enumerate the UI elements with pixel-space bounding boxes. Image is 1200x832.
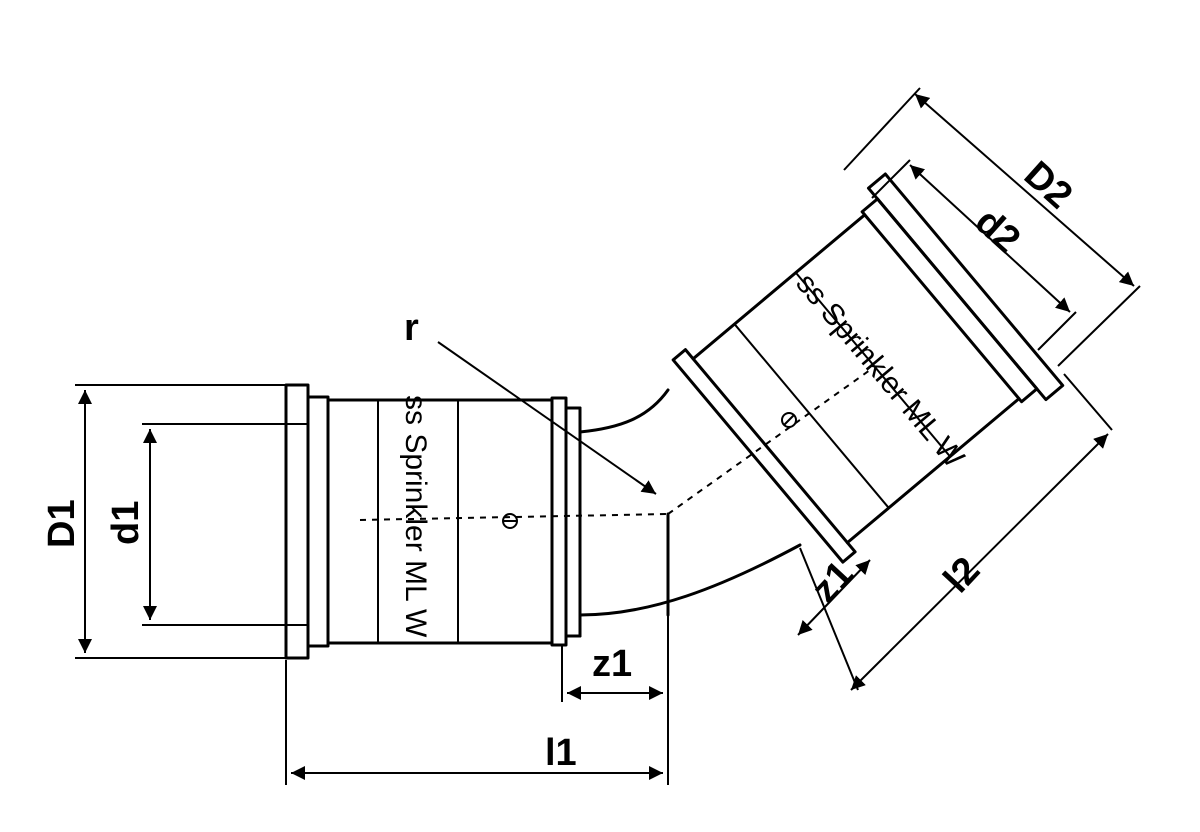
right-ring	[671, 348, 857, 564]
label-d2: d2	[967, 200, 1028, 261]
elbow-inner-curve	[578, 543, 802, 617]
dimension-d1: d1	[105, 423, 308, 626]
dimension-r: r	[404, 307, 657, 495]
left-ring	[550, 396, 568, 647]
dimension-l2: l2	[799, 373, 1113, 691]
dimension-l1: l1	[285, 615, 669, 785]
label-z1-angled: z1	[804, 553, 862, 611]
elbow-outer-curve	[578, 388, 670, 434]
label-d1: d1	[105, 501, 147, 545]
label-l1: l1	[545, 732, 577, 774]
left-sleeve-print: ss Sprinkler ML W	[399, 395, 432, 638]
label-D2: D2	[1016, 153, 1080, 217]
label-z1-horizontal: z1	[592, 643, 632, 685]
label-r: r	[404, 307, 419, 349]
label-l2: l2	[936, 549, 988, 601]
dimension-z1-angled: z1	[797, 553, 871, 636]
left-socket: ss Sprinkler ML W	[284, 383, 582, 660]
right-sleeve-print: ss Sprinkler ML W	[789, 267, 970, 474]
label-D1: D1	[41, 499, 83, 548]
dimension-z1-horizontal: z1	[561, 643, 663, 702]
center-lines	[359, 369, 871, 529]
right-center-mark	[781, 412, 797, 428]
dimension-D1: D1	[41, 384, 286, 659]
left-press-collar	[284, 383, 310, 660]
elbow-body	[578, 388, 802, 617]
